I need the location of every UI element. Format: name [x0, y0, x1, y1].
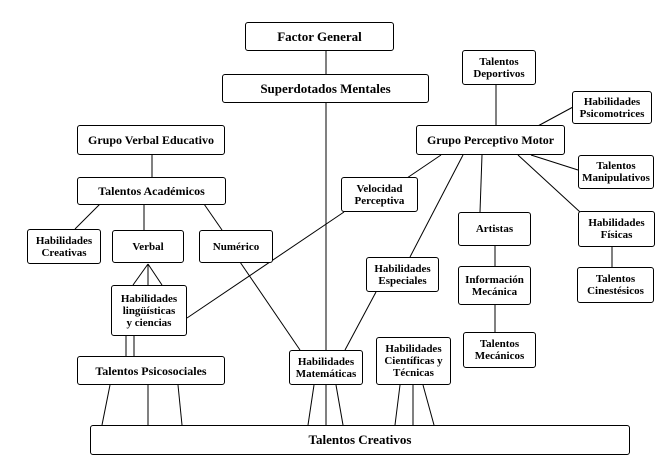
- habilidades-psicomotrices-label: Habilidades Psicomotrices: [579, 95, 645, 120]
- talentos-cinestesicos-node: Talentos Cinestésicos: [577, 267, 654, 303]
- connector-line: [409, 154, 464, 258]
- talentos-academicos-node: Talentos Académicos: [77, 177, 226, 205]
- habilidades-psicomotrices-node: Habilidades Psicomotrices: [572, 91, 652, 124]
- talentos-academicos-label: Talentos Académicos: [98, 184, 205, 198]
- grupo-perceptivo-motor-label: Grupo Perceptivo Motor: [426, 133, 555, 147]
- numerico-label: Numérico: [212, 240, 260, 253]
- talentos-psicosociales-node: Talentos Psicosociales: [77, 356, 225, 385]
- velocidad-perceptiva-label: Velocidad Perceptiva: [354, 182, 405, 207]
- talentos-cinestesicos-label: Talentos Cinestésicos: [587, 273, 644, 297]
- connector-line: [101, 384, 111, 426]
- habilidades-linguisticas-label: Habilidades lingüísticas y ciencias: [120, 292, 178, 329]
- numerico-node: Numérico: [199, 230, 273, 263]
- habilidades-cientificas-label: Habilidades Científicas y Técnicas: [384, 343, 443, 379]
- talentos-manipulativos-label: Talentos Manipulativos: [582, 160, 650, 184]
- habilidades-especiales-label: Habilidades Especiales: [374, 262, 431, 287]
- connector-line: [74, 203, 101, 230]
- talentos-mecanicos-node: Talentos Mecánicos: [463, 332, 536, 368]
- habilidades-matematicas-node: Habilidades Matemáticas: [289, 350, 363, 385]
- habilidades-matematicas-label: Habilidades Matemáticas: [295, 355, 357, 380]
- connector-line: [422, 384, 435, 426]
- artistas-label: Artistas: [475, 223, 514, 235]
- talentos-creativos-label: Talentos Creativos: [308, 432, 412, 447]
- habilidades-creativas-node: Habilidades Creativas: [27, 229, 101, 264]
- verbal-node: Verbal: [112, 230, 184, 263]
- connector-line: [335, 384, 344, 426]
- grupo-perceptivo-motor-node: Grupo Perceptivo Motor: [416, 125, 565, 155]
- connector-line: [530, 154, 579, 171]
- habilidades-linguisticas-node: Habilidades lingüísticas y ciencias: [111, 285, 187, 336]
- connector-line: [186, 211, 345, 319]
- habilidades-fisicas-node: Habilidades Físicas: [578, 211, 655, 247]
- superdotados-mentales-label: Superdotados Mentales: [260, 80, 391, 96]
- connector-line: [147, 263, 163, 286]
- superdotados-mentales-node: Superdotados Mentales: [222, 74, 429, 103]
- talentos-psicosociales-label: Talentos Psicosociales: [95, 363, 207, 378]
- talentos-mecanicos-label: Talentos Mecánicos: [474, 338, 525, 362]
- habilidades-fisicas-label: Habilidades Físicas: [588, 217, 645, 241]
- factor-general-node: Factor General: [245, 22, 394, 51]
- factor-general-label: Factor General: [277, 28, 362, 44]
- connector-line: [177, 384, 183, 426]
- talentos-deportivos-node: Talentos Deportivos: [462, 50, 536, 85]
- informacion-mecanica-node: Información Mecánica: [458, 266, 531, 305]
- connector-line: [132, 263, 149, 286]
- habilidades-cientificas-node: Habilidades Científicas y Técnicas: [376, 337, 451, 385]
- connector-line: [344, 291, 377, 351]
- talentos-creativos-node: Talentos Creativos: [90, 425, 630, 455]
- talentos-manipulativos-node: Talentos Manipulativos: [578, 155, 654, 189]
- talentos-deportivos-label: Talentos Deportivos: [473, 55, 525, 80]
- connector-line: [406, 154, 442, 179]
- connector-line: [239, 261, 301, 351]
- connector-line: [203, 203, 223, 231]
- verbal-label: Verbal: [132, 240, 164, 253]
- artistas-node: Artistas: [458, 212, 531, 246]
- informacion-mecanica-label: Información Mecánica: [465, 273, 524, 298]
- habilidades-creativas-label: Habilidades Creativas: [35, 234, 93, 259]
- connector-line: [517, 154, 581, 213]
- grupo-verbal-educativo-node: Grupo Verbal Educativo: [77, 125, 225, 155]
- connector-line: [307, 384, 315, 426]
- connector-line: [535, 106, 574, 128]
- connector-line: [479, 154, 483, 213]
- grupo-verbal-educativo-label: Grupo Verbal Educativo: [87, 133, 215, 147]
- velocidad-perceptiva-node: Velocidad Perceptiva: [341, 177, 418, 212]
- habilidades-especiales-node: Habilidades Especiales: [366, 257, 439, 292]
- connector-line: [394, 384, 401, 426]
